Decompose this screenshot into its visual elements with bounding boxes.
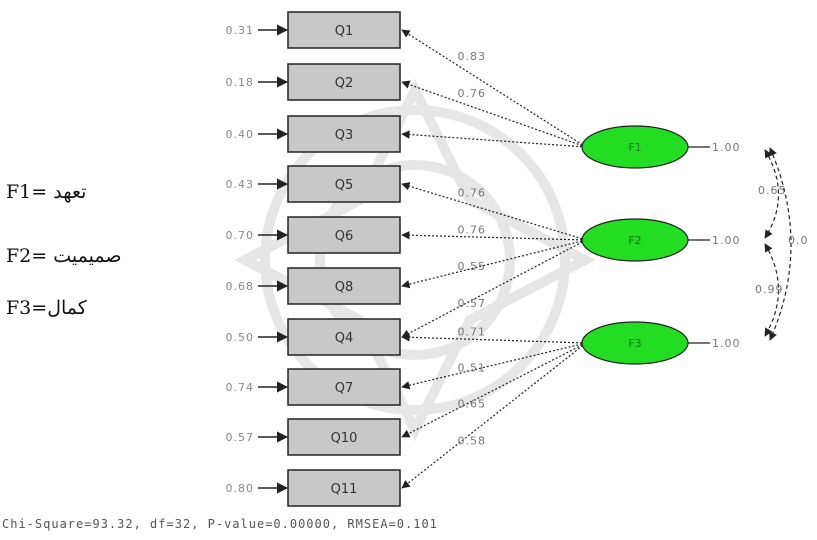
error-value-q11: 0.80 — [226, 482, 255, 495]
loading-path-f1-q1 — [401, 29, 587, 148]
item-label-q6: Q6 — [335, 229, 354, 244]
item-label-q7: Q7 — [335, 381, 354, 396]
error-value-q7: 0.74 — [226, 381, 255, 394]
factor-label-f2: F2 — [628, 234, 641, 247]
legend-f2: F2= صمیمیت — [6, 245, 122, 267]
error-value-q4: 0.50 — [226, 331, 255, 344]
factor-ellipse-f2 — [581, 218, 689, 262]
loading-path-f1-q3 — [401, 130, 587, 148]
loading-value-f3-q10: 0.65 — [458, 398, 487, 411]
covariance-f1-f3 — [769, 147, 792, 341]
item-label-q4: Q4 — [335, 331, 354, 346]
variance-value-f1: 1.00 — [712, 141, 741, 154]
loading-path-f3-q4 — [401, 333, 587, 344]
loading-value-f3-q11: 0.58 — [458, 434, 487, 447]
item-label-q8: Q8 — [335, 280, 354, 295]
loading-value-f2-q4: 0.57 — [458, 297, 487, 310]
error-value-q5: 0.43 — [226, 178, 255, 191]
error-value-q8: 0.68 — [226, 280, 255, 293]
variance-value-f3: 1.00 — [712, 337, 741, 350]
item-box-q7 — [287, 368, 401, 406]
covariance-value-f1-f2: 0.65 — [758, 184, 787, 197]
item-box-q2 — [287, 63, 401, 101]
item-box-q11 — [287, 469, 401, 507]
legend-f3: F3=کمال — [6, 297, 87, 319]
error-value-q10: 0.57 — [226, 431, 255, 444]
loading-value-f2-q8: 0.55 — [458, 260, 487, 273]
loading-path-f2-q6 — [401, 231, 587, 241]
item-box-q1 — [287, 11, 401, 49]
item-label-q11: Q11 — [331, 482, 358, 497]
loading-path-f3-q11 — [401, 342, 587, 489]
factor-label-f1: F1 — [628, 141, 641, 154]
error-value-q2: 0.18 — [226, 76, 255, 89]
loading-path-f3-q7 — [401, 342, 587, 390]
loading-value-f3-q7: 0.51 — [458, 362, 487, 375]
loading-path-f2-q4 — [401, 239, 587, 338]
item-label-q3: Q3 — [335, 128, 354, 143]
variance-value-f2: 1.00 — [712, 234, 741, 247]
error-value-q1: 0.31 — [226, 24, 255, 37]
fit-statistics: Chi-Square=93.32, df=32, P-value=0.00000… — [2, 517, 438, 531]
item-label-q10: Q10 — [331, 431, 358, 446]
loading-path-f2-q5 — [401, 182, 587, 241]
covariance-value-f2-f3: 0.99 — [755, 283, 784, 296]
item-box-q6 — [287, 216, 401, 254]
error-value-q6: 0.70 — [226, 229, 255, 242]
item-label-q2: Q2 — [335, 76, 354, 91]
loading-value-f3-q4: 0.71 — [458, 326, 487, 339]
loading-value-f2-q5: 0.76 — [458, 187, 487, 200]
factor-ellipse-f1 — [581, 125, 689, 169]
loading-path-f1-q2 — [401, 80, 587, 148]
item-label-q1: Q1 — [335, 24, 354, 39]
covariance-value-f1-f3: 0.0 — [788, 234, 809, 247]
item-label-q5: Q5 — [335, 178, 354, 193]
factor-ellipse-f3 — [581, 321, 689, 365]
legend-f1: F1= تعهد — [6, 181, 87, 203]
loading-value-f2-q6: 0.76 — [458, 223, 487, 236]
factor-label-f3: F3 — [628, 337, 641, 350]
loading-value-f1-q1: 0.83 — [458, 50, 487, 63]
loading-value-f1-q2: 0.76 — [458, 87, 487, 100]
loading-path-f3-q10 — [401, 342, 587, 438]
error-value-q3: 0.40 — [226, 128, 255, 141]
